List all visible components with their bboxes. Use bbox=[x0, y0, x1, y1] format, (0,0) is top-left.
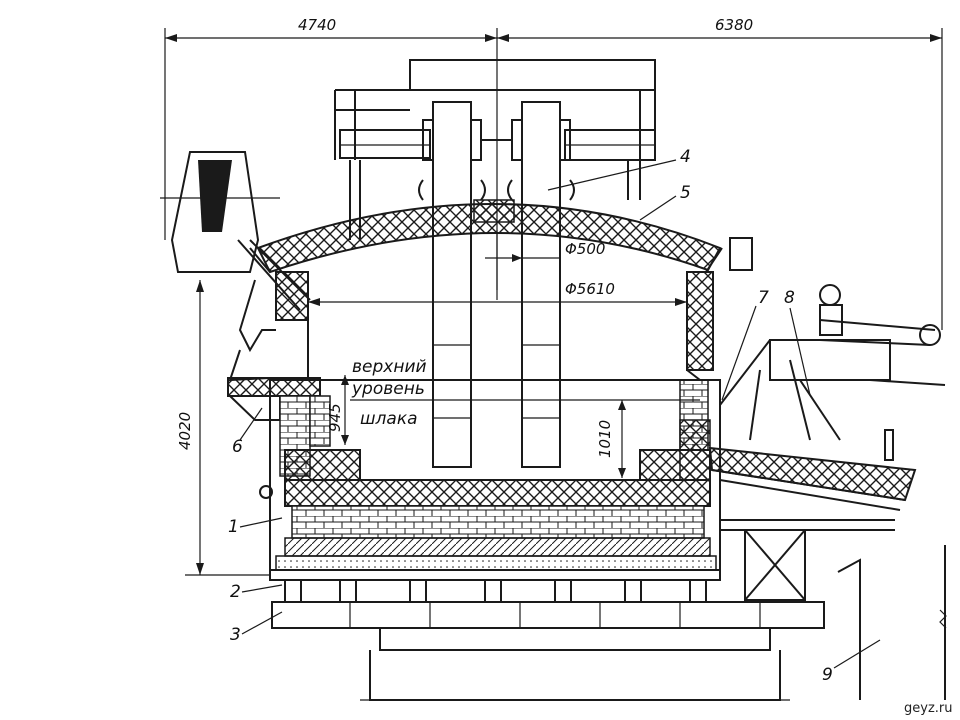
inner-dimensions: Φ500 Φ5610 4020 945 1010 bbox=[176, 230, 700, 576]
tapping-spout bbox=[708, 429, 917, 601]
dim-slag-depth: 1010 bbox=[596, 420, 614, 458]
callouts: 1 2 3 4 5 6 7 8 9 bbox=[228, 147, 881, 685]
column-9 bbox=[837, 545, 947, 700]
dim-shell-diameter: Φ5610 bbox=[565, 280, 615, 298]
watermark: geyz.ru bbox=[904, 701, 952, 716]
callout-4: 4 bbox=[680, 147, 691, 167]
slag-label-line-3: шлака bbox=[360, 409, 418, 429]
dim-right-width: 6380 bbox=[715, 16, 753, 34]
tilting-mechanism bbox=[719, 284, 946, 441]
slag-label-line-1: верхний bbox=[352, 357, 427, 377]
top-dimension: 4740 6380 bbox=[164, 16, 943, 330]
callout-7: 7 bbox=[758, 288, 769, 308]
callout-3: 3 bbox=[230, 625, 241, 645]
callout-9: 9 bbox=[822, 665, 833, 685]
electrode-mast-frame bbox=[334, 59, 656, 240]
callout-8: 8 bbox=[784, 288, 795, 308]
base-supports bbox=[284, 579, 707, 603]
dim-left-width: 4740 bbox=[298, 16, 336, 34]
callout-2: 2 bbox=[230, 582, 241, 602]
slag-level-annotation: верхний уровень шлака bbox=[351, 357, 427, 429]
callout-1: 1 bbox=[228, 517, 239, 537]
slag-label-line-2: уровень bbox=[351, 379, 425, 399]
furnace-roof bbox=[249, 203, 753, 274]
furnace-hearth bbox=[259, 379, 721, 571]
dim-electrode-diameter: Φ500 bbox=[565, 240, 605, 258]
dim-height: 4020 bbox=[176, 412, 194, 450]
furnace-base bbox=[269, 569, 825, 701]
dim-bath-depth: 945 bbox=[326, 403, 344, 432]
callout-5: 5 bbox=[680, 183, 691, 203]
callout-6: 6 bbox=[232, 437, 243, 457]
electrodes bbox=[418, 101, 575, 468]
